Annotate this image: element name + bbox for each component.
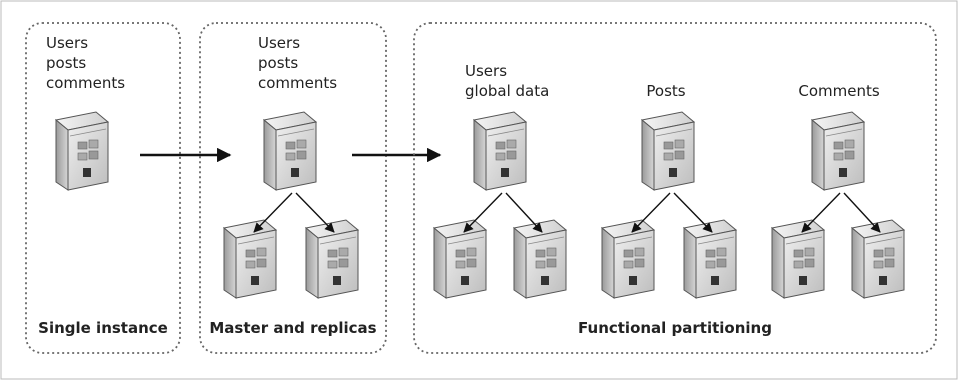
replication-arrow bbox=[463, 192, 503, 233]
server-icon bbox=[473, 111, 527, 191]
label-line: comments bbox=[46, 74, 125, 92]
group-label: Comments bbox=[798, 82, 879, 100]
panel-label: Users posts comments bbox=[258, 34, 337, 92]
label-line: posts bbox=[258, 54, 298, 72]
partition-group-comments: Comments bbox=[771, 82, 905, 299]
label-line: Users bbox=[465, 62, 507, 80]
group-label: Users global data bbox=[465, 62, 549, 100]
label-line: posts bbox=[46, 54, 86, 72]
server-icon bbox=[851, 219, 905, 299]
replication-arrow bbox=[673, 192, 713, 233]
panel-label: Users posts comments bbox=[46, 34, 125, 92]
panel-functional-partitioning: Users global data Posts Comments bbox=[413, 22, 937, 354]
server-icon bbox=[263, 111, 317, 191]
server-icon bbox=[771, 219, 825, 299]
server-icon bbox=[641, 111, 695, 191]
label-line: Users bbox=[46, 34, 88, 52]
replication-arrow bbox=[505, 192, 543, 233]
panel-master-replicas: Users posts comments Master and replicas bbox=[199, 22, 387, 354]
server-icon bbox=[223, 219, 277, 299]
replication-arrow bbox=[295, 192, 335, 233]
partition-group-posts: Posts bbox=[601, 82, 737, 299]
partition-group-users: Users global data bbox=[433, 62, 567, 299]
label-line: Users bbox=[258, 34, 300, 52]
panel-caption: Functional partitioning bbox=[578, 319, 772, 337]
server-icon bbox=[305, 219, 359, 299]
panel-box bbox=[413, 22, 937, 354]
panel-caption: Single instance bbox=[38, 319, 168, 337]
panel-box bbox=[199, 22, 387, 354]
group-label: Posts bbox=[646, 82, 685, 100]
panel-caption: Master and replicas bbox=[209, 319, 376, 337]
replication-arrow bbox=[253, 192, 293, 233]
panel-single-instance: Users posts comments Single instance bbox=[25, 22, 181, 354]
server-icon bbox=[683, 219, 737, 299]
replication-arrow bbox=[631, 192, 671, 233]
replication-arrow bbox=[843, 192, 881, 233]
replication-arrow bbox=[801, 192, 841, 233]
label-line: comments bbox=[258, 74, 337, 92]
server-icon bbox=[811, 111, 865, 191]
server-icon bbox=[433, 219, 487, 299]
server-icon bbox=[55, 111, 109, 191]
server-icon bbox=[601, 219, 655, 299]
server-icon bbox=[513, 219, 567, 299]
label-line: global data bbox=[465, 82, 549, 100]
panel-box bbox=[25, 22, 181, 354]
